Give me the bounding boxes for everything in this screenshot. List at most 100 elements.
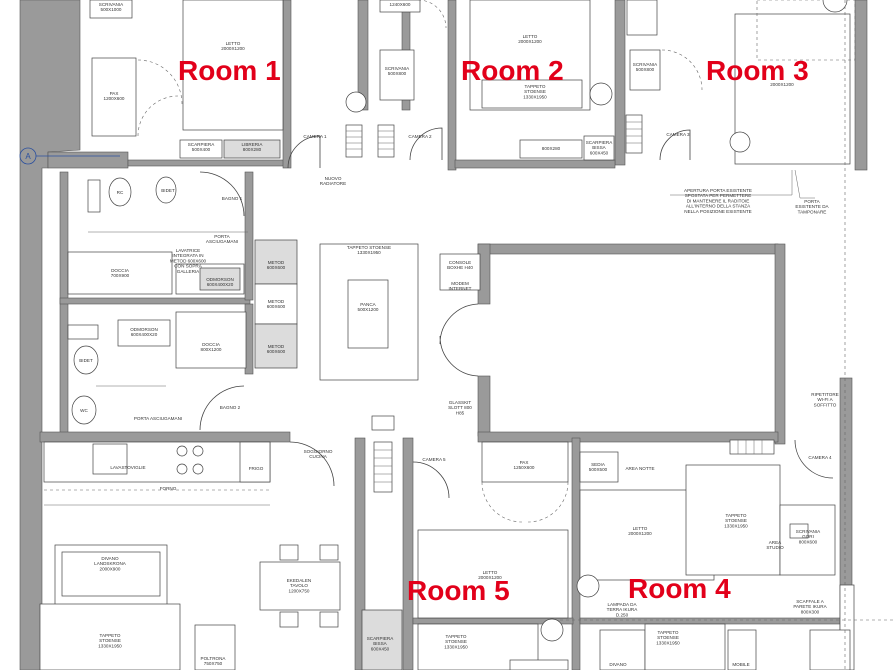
bookcase-1 bbox=[223, 139, 281, 159]
door-camera-5 bbox=[412, 461, 450, 499]
wall-bath-right bbox=[244, 171, 254, 301]
outer-wall-left bbox=[19, 0, 81, 670]
door-bagno-1 bbox=[199, 171, 245, 217]
label-rc: RC bbox=[117, 190, 124, 195]
lamp-room-4 bbox=[576, 574, 600, 598]
chair-room-4 bbox=[579, 451, 619, 483]
note-leader-1 bbox=[670, 170, 793, 196]
odmorson-2 bbox=[117, 319, 171, 347]
mobile-room-4 bbox=[727, 629, 757, 670]
label-divano-4: DIVANO bbox=[609, 662, 627, 667]
radiator-2 bbox=[377, 124, 395, 158]
cabinet-room-4 bbox=[809, 629, 851, 670]
rug-room-4 bbox=[685, 464, 781, 576]
wall-room1-right bbox=[282, 0, 292, 169]
shower-1 bbox=[67, 251, 173, 295]
label-camera-4: CAMERA 4 bbox=[808, 455, 832, 460]
wall-room3-left bbox=[614, 0, 626, 166]
wall-bath-mid bbox=[59, 297, 251, 305]
sink-kitchen bbox=[92, 443, 128, 475]
desk-room-3 bbox=[629, 49, 661, 91]
room-title-2: Room 2 bbox=[461, 55, 564, 86]
chair-2 bbox=[319, 544, 339, 561]
metod-cabinet-1 bbox=[254, 239, 298, 285]
wall-col-1 bbox=[357, 0, 369, 111]
sink-1 bbox=[87, 179, 101, 213]
bidet-2 bbox=[73, 345, 99, 375]
shoe-cabinet-1 bbox=[179, 139, 223, 159]
metod-cabinet-3 bbox=[254, 323, 298, 369]
living-room bbox=[39, 544, 403, 670]
axis-label: A bbox=[25, 152, 31, 161]
wall-corridor-a bbox=[47, 151, 129, 169]
room-title-5: Room 5 bbox=[407, 575, 510, 606]
label-bagno-1: BAGNO 1 bbox=[222, 196, 243, 201]
radiator-4 bbox=[729, 439, 775, 455]
bathroom-1 bbox=[67, 171, 298, 369]
label-camera-3: CAMERA 3 bbox=[666, 132, 690, 137]
wall-core-right bbox=[774, 243, 786, 445]
rug-room-2 bbox=[481, 79, 583, 109]
box-1240 bbox=[379, 0, 421, 13]
radiator-3 bbox=[625, 114, 643, 154]
label-mobile: MOBILE bbox=[732, 662, 749, 667]
label-box-800: 800X280 bbox=[542, 146, 561, 151]
door-camera-4 bbox=[794, 439, 834, 479]
radiator-1 bbox=[345, 124, 363, 158]
burner-3 bbox=[176, 463, 188, 475]
room-5 bbox=[417, 441, 569, 670]
chair-3 bbox=[279, 611, 299, 628]
room-titles: Room 1 Room 2 Room 3 Room 4 Room 5 bbox=[178, 55, 809, 606]
note-leader-2 bbox=[794, 169, 815, 199]
door-camera-3 bbox=[659, 129, 691, 161]
bench-panca bbox=[347, 279, 389, 349]
door-swing-1b bbox=[137, 95, 179, 137]
chair-4 bbox=[319, 611, 339, 628]
bed-room-1 bbox=[182, 0, 284, 131]
bedside-5 bbox=[509, 659, 569, 670]
axis-marker: A bbox=[19, 147, 120, 165]
bin-2 bbox=[589, 82, 613, 106]
shower-2 bbox=[175, 311, 247, 369]
wardrobe-pax-1 bbox=[91, 57, 137, 137]
desk-room-4 bbox=[779, 504, 836, 576]
label-camera-5: CAMERA 5 bbox=[422, 457, 446, 462]
toilet-2 bbox=[71, 395, 97, 425]
bidet-1 bbox=[155, 176, 177, 204]
wall-room4-bottom bbox=[579, 617, 841, 625]
shoe-cabinet-2 bbox=[583, 135, 615, 161]
lamp-room-5 bbox=[540, 618, 564, 642]
rug-living bbox=[39, 603, 181, 670]
console bbox=[439, 253, 481, 291]
wall-room2-left bbox=[447, 0, 457, 171]
wall-stair-right bbox=[402, 437, 414, 670]
room-4 bbox=[560, 0, 893, 670]
